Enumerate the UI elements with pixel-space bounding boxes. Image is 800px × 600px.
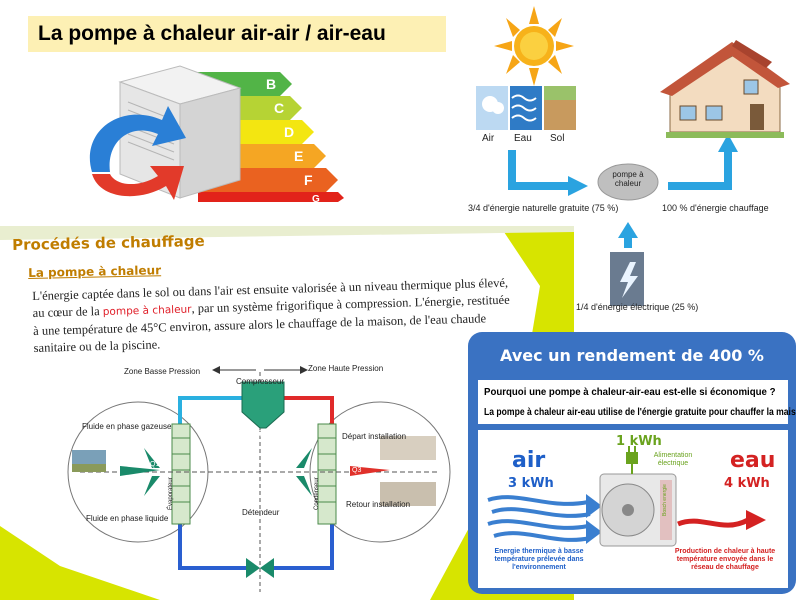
zone-high-label: Zone Haute Pression <box>308 364 384 373</box>
energy-class-b: B <box>266 76 276 92</box>
underfloor-heating-thumbnail <box>380 482 436 506</box>
document-paragraph: L'énergie captée dans le sol ou dans l'a… <box>32 275 512 357</box>
energy-class-f: F <box>304 172 313 188</box>
pump-ellipse <box>597 163 659 201</box>
green-swoosh-bottom <box>0 526 160 600</box>
air-label: air <box>512 448 546 473</box>
air-waves <box>487 495 591 542</box>
gas-phase-label: Fluide en phase gazeuse <box>82 422 172 431</box>
air-water-graphic <box>487 446 766 547</box>
compressor-icon <box>241 381 285 429</box>
page-title: La pompe à chaleur air-air / air-eau <box>28 16 446 52</box>
flow-arrow-up <box>624 236 632 248</box>
power-plug-icon <box>626 446 638 474</box>
efficiency-title: Avec un rendement de 400 % <box>500 346 764 365</box>
water-kwh: 4 kWh <box>724 476 770 491</box>
document-subheading: La pompe à chaleur <box>28 263 162 280</box>
flow-arrow-right <box>668 150 732 190</box>
pipe-gas-high <box>284 396 334 424</box>
pipe-liquid-high <box>274 524 334 570</box>
zone-low-label: Zone Basse Pression <box>124 367 201 376</box>
pump-label: pompe à chaleur <box>612 170 644 188</box>
efficiency-info-box: Avec un rendement de 400 % Pourquoi une … <box>468 332 796 594</box>
flow-arrow-left <box>508 150 570 190</box>
heat-pump-energy-illustration: B C D E F G <box>80 62 360 205</box>
departure-label: Départ installation <box>342 432 407 441</box>
heating-energy-caption: 100 % d'énergie chauffage <box>662 203 769 213</box>
pipe-gas-low <box>178 396 242 424</box>
liquid-phase-label: Fluide en phase liquide <box>86 514 169 523</box>
electric-energy-caption: 1/4 d'énergie électrique (25 %) <box>576 302 699 312</box>
q1-label: Q1 <box>150 461 160 468</box>
paragraph-part-2: , par un système frigorifique à compress… <box>33 292 510 355</box>
sun-icon <box>494 6 574 86</box>
source-label-water: Eau <box>514 133 532 144</box>
evaporator-fan-icon <box>144 448 160 468</box>
paragraph-highlight: pompe à chaleur <box>102 303 192 319</box>
expander-valve-icon <box>246 558 260 578</box>
unit-brand-label: Bosch energie <box>662 484 668 516</box>
low-temp-caption: Energie thermique à basse température pr… <box>494 548 584 571</box>
lightning-icon <box>620 262 638 298</box>
condenser-circle <box>309 401 451 543</box>
high-temp-caption: Production de chaleur à haute températur… <box>674 548 776 571</box>
energy-label-graphic: B C D E F G <box>89 65 344 205</box>
compressor-label: Compresseur <box>236 377 285 386</box>
heated-room-thumbnail <box>380 436 436 460</box>
energy-class-c: C <box>274 100 284 116</box>
energy-flow-graphic <box>476 6 790 306</box>
swirl-arrow-blue <box>89 106 186 172</box>
economy-question: Pourquoi une pompe à chaleur-air-eau est… <box>484 386 776 398</box>
power-supply-label: Alimentation électrique <box>653 452 693 467</box>
q3-label: Q3 <box>352 467 362 474</box>
energy-flow-diagram: Air Eau Sol pompe à chaleur 3/4 d'énergi… <box>460 0 800 320</box>
electric-kwh: 1 kWh <box>616 434 662 449</box>
condenser-label: Condenseur <box>314 477 320 510</box>
swirl-arrow-red <box>92 166 184 200</box>
condenser-fan-icon <box>296 448 312 468</box>
air-kwh: 3 kWh <box>508 476 554 491</box>
return-label: Retour installation <box>346 500 411 509</box>
condenser-block <box>317 423 337 525</box>
energy-class-e: E <box>294 148 303 164</box>
refrigerant-cycle-diagram <box>67 366 451 592</box>
energy-class-g: G <box>312 194 320 202</box>
natural-energy-caption: 3/4 d'énergie naturelle gratuite (75 %) <box>468 203 619 213</box>
water-label: eau <box>730 448 776 473</box>
evaporator-label: Évaporateur <box>168 477 174 510</box>
q2-label: Q2 <box>257 430 267 437</box>
source-label-soil: Sol <box>550 133 565 144</box>
question-panel: Pourquoi une pompe à chaleur-air-eau est… <box>478 380 796 424</box>
energy-class-d: D <box>284 124 294 140</box>
pipe-liquid-low <box>178 524 246 570</box>
evaporator-block <box>171 423 191 525</box>
unit-side <box>179 87 241 199</box>
water-tile <box>510 86 542 130</box>
expander-label: Détendeur <box>242 508 280 517</box>
energy-bar-g <box>198 192 344 202</box>
source-label-air: Air <box>482 133 495 144</box>
water-wave <box>677 517 750 528</box>
air-water-illustration: air 3 kWh 1 kWh Alimentation électrique … <box>478 430 788 588</box>
house-icon <box>660 40 790 138</box>
economy-answer: La pompe à chaleur air-eau utilise de l'… <box>484 407 796 418</box>
